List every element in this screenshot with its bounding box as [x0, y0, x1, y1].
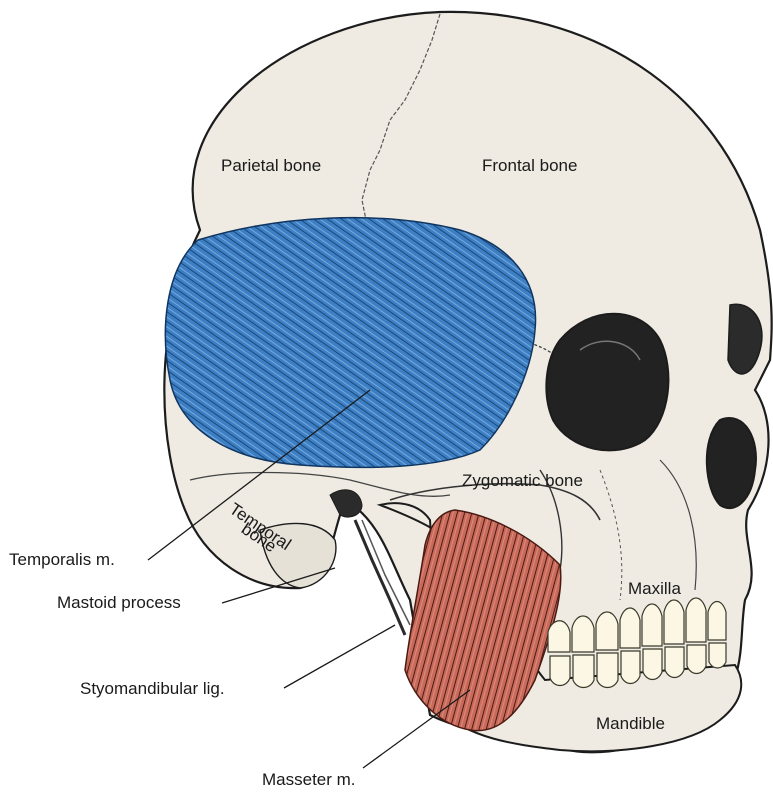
label-maxilla: Maxilla — [628, 580, 681, 597]
label-stylomandibular-ligament: Styomandibular lig. — [80, 680, 225, 697]
label-mandible: Mandible — [596, 715, 665, 732]
leader-stylomandibular — [284, 625, 395, 688]
orbit-cavity — [546, 314, 668, 451]
label-parietal-bone: Parietal bone — [221, 157, 321, 174]
leader-masseter — [363, 690, 470, 768]
label-mastoid-process: Mastoid process — [57, 594, 181, 611]
temporalis-muscle — [165, 218, 535, 468]
label-frontal-bone: Frontal bone — [482, 157, 577, 174]
nasal-cavity — [707, 418, 756, 508]
label-temporalis-muscle: Temporalis m. — [9, 551, 115, 568]
label-zygomatic-bone: Zygomatic bone — [462, 472, 583, 489]
label-masseter-muscle: Masseter m. — [262, 771, 356, 788]
